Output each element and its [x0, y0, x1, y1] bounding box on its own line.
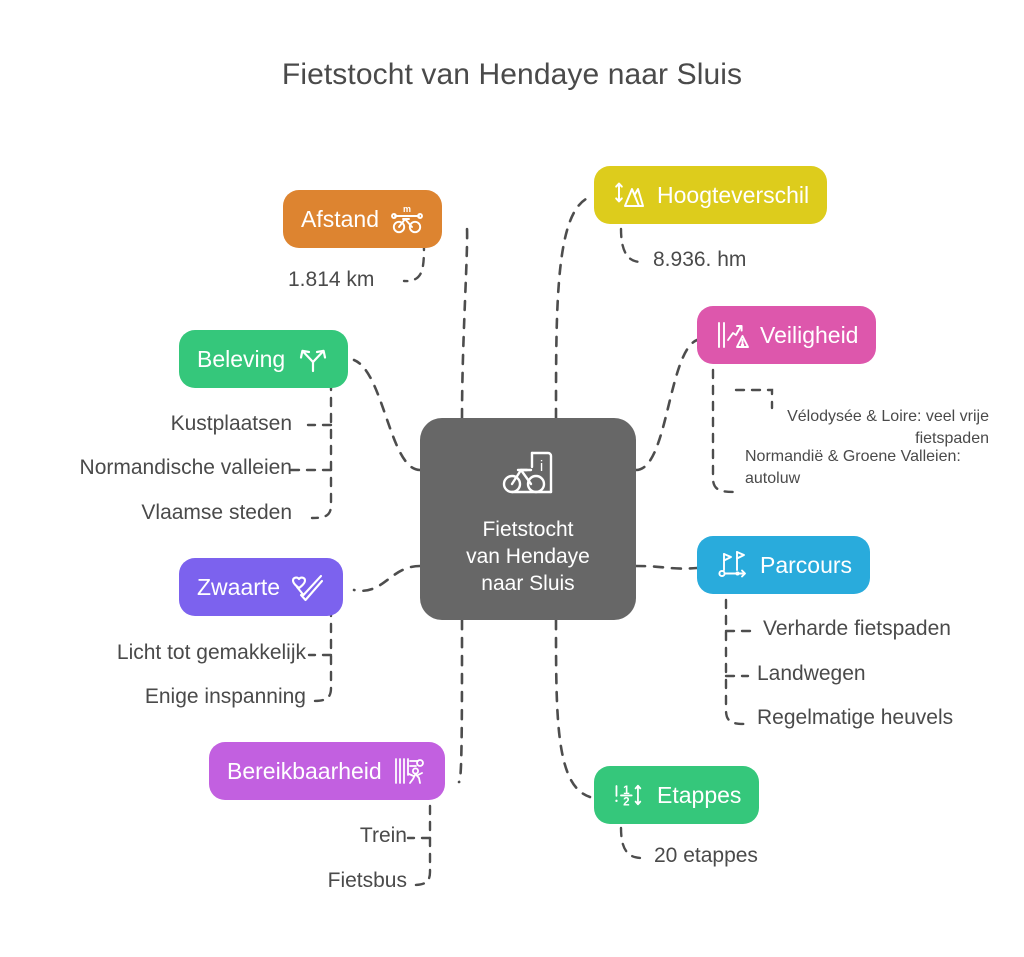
leaf-beleving-2: Vlaamse steden	[141, 501, 292, 524]
pedestrian-access-icon	[393, 754, 427, 788]
mountain-elevation-icon	[612, 178, 646, 212]
branch-afstand[interactable]: Afstand m	[283, 190, 442, 248]
connector-center-etappes	[554, 618, 592, 799]
branch-bereikbaarheid[interactable]: Bereikbaarheid	[209, 742, 445, 800]
leaf-veiligheid-0: Vélodysée & Loire: veel vrije fietspaden	[787, 408, 989, 447]
connector-center-beleving	[352, 358, 422, 472]
bicycle-info-icon: i	[498, 447, 558, 508]
leaf-afstand-0: 1.814 km	[288, 268, 375, 291]
connector-center-afstand	[460, 220, 469, 420]
heart-check-icon	[291, 570, 325, 604]
central-node-label: Fietstocht van Hendaye naar Sluis	[466, 518, 590, 595]
leaf-zwaarte-0: Licht tot gemakkelijk	[116, 641, 306, 664]
svg-text:i: i	[540, 458, 543, 475]
branch-zwaarte-label: Zwaarte	[197, 574, 281, 600]
stages-fraction-icon: 1 2	[612, 778, 646, 812]
leaf-parcours-1: Landwegen	[757, 662, 866, 685]
leaf-hoogteverschil-0: 8.936. hm	[653, 248, 747, 271]
branch-beleving[interactable]: Beleving	[179, 330, 349, 388]
bicycle-distance-icon: m	[390, 202, 424, 236]
branch-afstand-label: Afstand	[301, 206, 379, 232]
branch-beleving-label: Beleving	[197, 346, 286, 372]
connector-center-zwaarte	[352, 564, 422, 593]
branch-etappes-label: Etappes	[657, 782, 742, 808]
branch-parcours-label: Parcours	[760, 552, 853, 578]
leaf-parcours-0: Verharde fietspaden	[763, 617, 951, 640]
branch-zwaarte[interactable]: Zwaarte	[179, 558, 344, 616]
leaf-zwaarte-1: Enige inspanning	[144, 685, 306, 708]
page-title: Fietstocht van Hendaye naar Sluis	[281, 58, 743, 91]
route-flags-icon	[715, 548, 749, 582]
connector-parcours-spine	[724, 598, 747, 726]
branch-parcours[interactable]: Parcours	[697, 536, 871, 594]
connector-center-hoogteverschil	[554, 195, 592, 420]
leaf-veiligheid-1: Normandië & Groene Valleien: autoluw	[745, 448, 961, 487]
leaf-etappes-0: 20 etappes	[654, 844, 758, 867]
safety-warning-chart-icon	[715, 318, 749, 352]
connector-center-parcours	[634, 564, 699, 570]
connector-veiligheid-spine	[711, 368, 737, 494]
connector-beleving-spine	[310, 380, 333, 520]
branch-veiligheid[interactable]: Veiligheid	[697, 306, 877, 364]
leaf-bereikbaarheid-1: Fietsbus	[327, 869, 407, 892]
connector-center-bereikbaarheid	[457, 618, 464, 784]
connector-zwaarte-spine	[311, 606, 333, 703]
central-node[interactable]: i Fietstocht van Hendaye naar Sluis	[420, 418, 636, 620]
branch-etappes[interactable]: 1 2 Etappes	[594, 766, 760, 824]
svg-text:1: 1	[623, 784, 630, 797]
leaf-beleving-1: Normandische valleien	[79, 456, 292, 479]
fork-arrows-icon	[296, 342, 330, 376]
branch-veiligheid-label: Veiligheid	[760, 322, 859, 348]
connector-hoogteverschil-leaf-0	[619, 227, 643, 264]
branch-hoogteverschil-label: Hoogteverschil	[657, 182, 810, 208]
leaf-parcours-2: Regelmatige heuvels	[757, 706, 954, 729]
branch-hoogteverschil[interactable]: Hoogteverschil	[594, 166, 828, 224]
leaf-beleving-0: Kustplaatsen	[170, 412, 292, 435]
connector-bereikbaarheid-spine	[410, 788, 432, 887]
leaf-bereikbaarheid-0: Trein	[359, 824, 407, 847]
connector-etappes-leaf-0	[619, 826, 644, 860]
connector-center-veiligheid	[634, 338, 699, 472]
branch-bereikbaarheid-label: Bereikbaarheid	[227, 758, 382, 784]
svg-text:m: m	[403, 204, 411, 214]
svg-text:2: 2	[623, 796, 629, 809]
